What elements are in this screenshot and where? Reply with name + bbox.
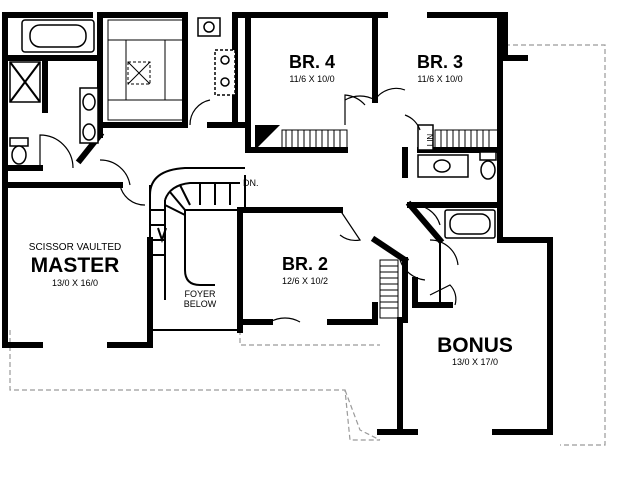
closet-shelving [107,19,499,319]
master-subtitle: SCISSOR VAULTED [29,242,121,253]
wall-wedge [255,125,280,150]
foyer-line1: FOYER [184,289,216,299]
walls [2,12,553,435]
bonus-name: BONUS [437,334,513,357]
linen-label: LIN [426,134,435,147]
bonus-dims: 13/0 X 17/0 [452,357,498,367]
roof-outline [9,44,606,446]
staircase [149,167,245,300]
br2-name: BR. 2 [282,254,328,274]
br3-dims: 11/6 X 10/0 [417,74,462,84]
master-dims: 13/0 X 16/0 [52,278,98,288]
br2-dims: 12/6 X 10/2 [282,276,328,286]
stairs-down-label: DN. [243,178,259,188]
br3-name: BR. 3 [417,52,463,72]
br4-dims: 11/6 X 10/0 [289,74,334,84]
doors [39,87,459,323]
fixtures [9,17,497,239]
br4-name: BR. 4 [289,52,335,72]
master-name: MASTER [31,254,120,277]
foyer-line2: BELOW [184,299,217,309]
